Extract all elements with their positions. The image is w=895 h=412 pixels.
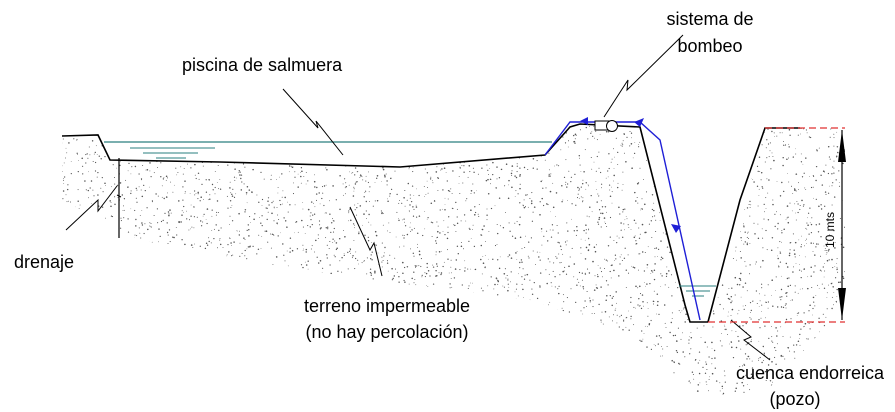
- label-leaders: [65, 34, 771, 361]
- leader-terreno: [349, 206, 383, 277]
- pipe-flow-arrows: [580, 117, 681, 233]
- dimension-label: 10 mts: [823, 212, 837, 248]
- label-cuenca-endorreica: cuenca endorreica: [736, 363, 885, 383]
- pump-icon: [594, 120, 618, 132]
- terrain-profile-left: [61, 123, 708, 323]
- dimension-arrowheads: [838, 130, 846, 320]
- drainage-pipe-marker: [116, 194, 122, 198]
- label-terreno-impermeable: terreno impermeable: [304, 296, 470, 316]
- label-sistema-de-bombeo-line1: sistema de: [666, 9, 753, 29]
- label-drenaje: drenaje: [14, 252, 74, 272]
- leader-piscina: [282, 88, 344, 156]
- dimension-reference-lines: [708, 127, 845, 323]
- label-piscina-de-salmuera: piscina de salmuera: [182, 55, 343, 75]
- leader-drenaje: [65, 185, 118, 231]
- well-water-marks: [679, 285, 716, 297]
- leader-cuenca: [730, 319, 771, 361]
- label-sistema-de-bombeo-line2: bombeo: [677, 36, 742, 56]
- pool-water-ripple-marks: [130, 147, 215, 159]
- label-no-hay-percolacion: (no hay percolación): [305, 322, 468, 342]
- label-pozo: (pozo): [769, 389, 820, 409]
- leader-sistema: [603, 34, 684, 118]
- pump-pipe: [544, 121, 701, 321]
